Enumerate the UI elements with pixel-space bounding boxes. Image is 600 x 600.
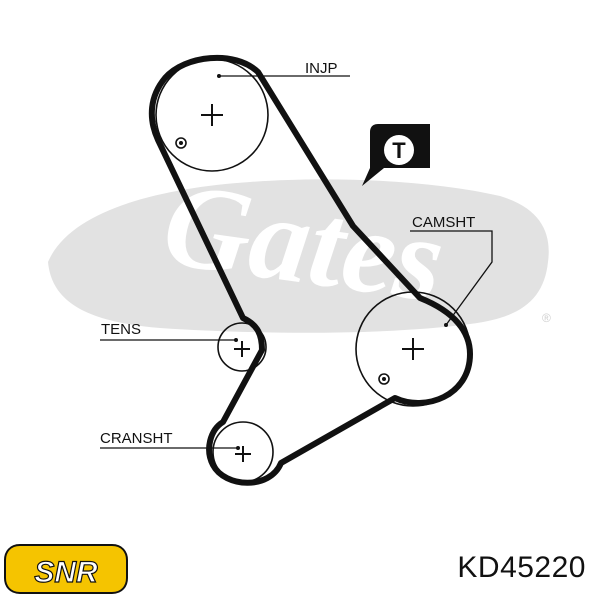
injection-pump-center-mark	[201, 104, 223, 126]
tensioner-badge-letter: T	[392, 138, 406, 163]
injection-pump-label: INJP	[305, 60, 338, 77]
injection-pump-timing-mark	[175, 137, 187, 149]
timing-belt	[148, 54, 473, 486]
watermark-shape	[48, 179, 549, 333]
tensioner-pulley	[217, 322, 267, 372]
camshaft-timing-dot	[382, 377, 386, 381]
tensioner-center-mark	[234, 341, 250, 357]
gates-watermark: Gates ®	[48, 156, 551, 333]
crankshaft-pulley	[212, 421, 274, 483]
tensioner-badge: T	[362, 124, 430, 186]
crankshaft-pulley-outline	[212, 421, 274, 483]
tensioner-label: TENS	[101, 321, 141, 338]
injection-pump-pulley-outline	[155, 58, 269, 172]
snr-logo-text: SNR	[34, 556, 98, 589]
snr-logo: SNR	[4, 544, 128, 594]
camshaft-label: CAMSHT	[412, 214, 475, 231]
snr-logo-badge	[4, 544, 128, 594]
tensioner-badge-circle	[384, 135, 414, 165]
crankshaft-center-mark	[235, 446, 251, 462]
camshaft-center-mark	[402, 338, 424, 360]
injection-pump-pulley	[155, 58, 269, 172]
camshaft-timing-mark	[378, 373, 390, 385]
injection-pump-leader-dot	[217, 74, 221, 78]
camshaft-pulley	[355, 291, 471, 407]
watermark-registered-mark: ®	[542, 311, 551, 325]
tensioner-leader-dot	[234, 338, 238, 342]
camshaft-leader-dot	[444, 323, 448, 327]
crankshaft-leader-dot	[236, 446, 240, 450]
part-number: KD45220	[457, 551, 586, 584]
tensioner-pulley-outline	[217, 322, 267, 372]
injection-pump-timing-dot	[179, 141, 183, 145]
camshaft-leader-line	[410, 230, 493, 326]
crankshaft-label: CRANSHT	[100, 430, 173, 447]
camshaft-pulley-outline	[355, 291, 471, 407]
